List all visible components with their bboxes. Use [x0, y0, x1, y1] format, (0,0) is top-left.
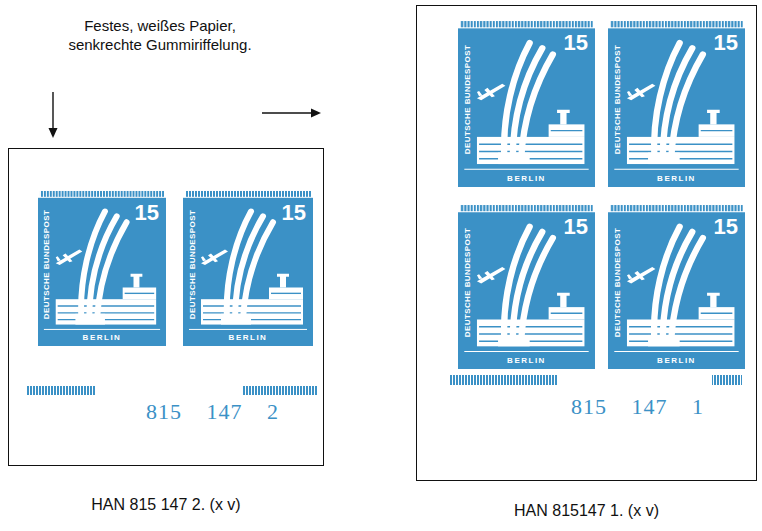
stamp: 15 DEUTSCHE BUNDESPOST BERLIN: [183, 190, 313, 346]
margin-bar: [27, 386, 95, 395]
stamp-inscription: DEUTSCHE BUNDESPOST: [613, 45, 622, 154]
arrow-down: [52, 92, 53, 130]
stamp-artwork-use: [458, 20, 595, 169]
stamp-value: 15: [564, 32, 588, 54]
stamp-inscription: DEUTSCHE BUNDESPOST: [463, 228, 472, 337]
caption: HAN 815 147 2. (x v): [9, 496, 323, 514]
margin-bar: [712, 375, 742, 385]
note-text: Festes, weißes Papier, senkrechte Gummir…: [55, 16, 265, 54]
stamp-inscription: DEUTSCHE BUNDESPOST: [463, 45, 472, 154]
stamp-inscription: DEUTSCHE BUNDESPOST: [43, 209, 52, 318]
sheet-number: 815 147 1: [571, 396, 704, 418]
stamp-artwork-use: [458, 204, 595, 351]
caption: HAN 815147 1. (x v): [417, 502, 756, 520]
stamp-artwork-use: [608, 204, 745, 351]
margin-bars: [27, 375, 742, 395]
stamp-value: 15: [135, 202, 159, 224]
stamp-place-name: BERLIN: [458, 357, 595, 365]
stamp-sheet-panel: 815 147 2HAN 815 147 2. (x v)15DEUTSCHE …: [8, 148, 324, 466]
stamp-value: 15: [714, 32, 738, 54]
stamp-value: 15: [714, 216, 738, 238]
stamp-place-name: BERLIN: [608, 175, 745, 183]
stamp-value: 15: [564, 216, 588, 238]
stamp-sheet-panel: 815 147 1HAN 815147 1. (x v)15DEUTSCHE B…: [416, 5, 757, 481]
stamp-inscription: DEUTSCHE BUNDESPOST: [188, 209, 197, 318]
stamp: 15DEUTSCHE BUNDESPOST BERLIN: [458, 20, 595, 187]
pointer-arrows: [49, 92, 322, 138]
margin-bar: [243, 386, 318, 395]
arrow-head: [49, 128, 58, 138]
stamp-inscription: DEUTSCHE BUNDESPOST: [613, 228, 622, 337]
stamp-value: 15: [282, 202, 306, 224]
margin-bar: [449, 375, 557, 385]
stamp-place-name: BERLIN: [458, 175, 595, 183]
stamp-place-name: BERLIN: [183, 334, 313, 342]
stamp: 15DEUTSCHE BUNDESPOST BERLIN: [458, 204, 595, 369]
stamp: 15 DEUTSCHE BUNDESPOST BERLIN: [38, 190, 166, 346]
stamp-artwork-use: [608, 20, 745, 169]
arrow-right: [262, 112, 313, 113]
stamp-place-name: BERLIN: [38, 334, 166, 342]
stamp-place-name: BERLIN: [608, 357, 745, 365]
arrow-head: [311, 109, 321, 118]
stamp: 15DEUTSCHE BUNDESPOST BERLIN: [608, 204, 745, 369]
stamp: 15DEUTSCHE BUNDESPOST BERLIN: [608, 20, 745, 187]
sheet-number: 815 147 2: [146, 401, 279, 423]
stamp-artwork-use: [38, 190, 166, 329]
stamp-artwork-use: [183, 190, 313, 329]
